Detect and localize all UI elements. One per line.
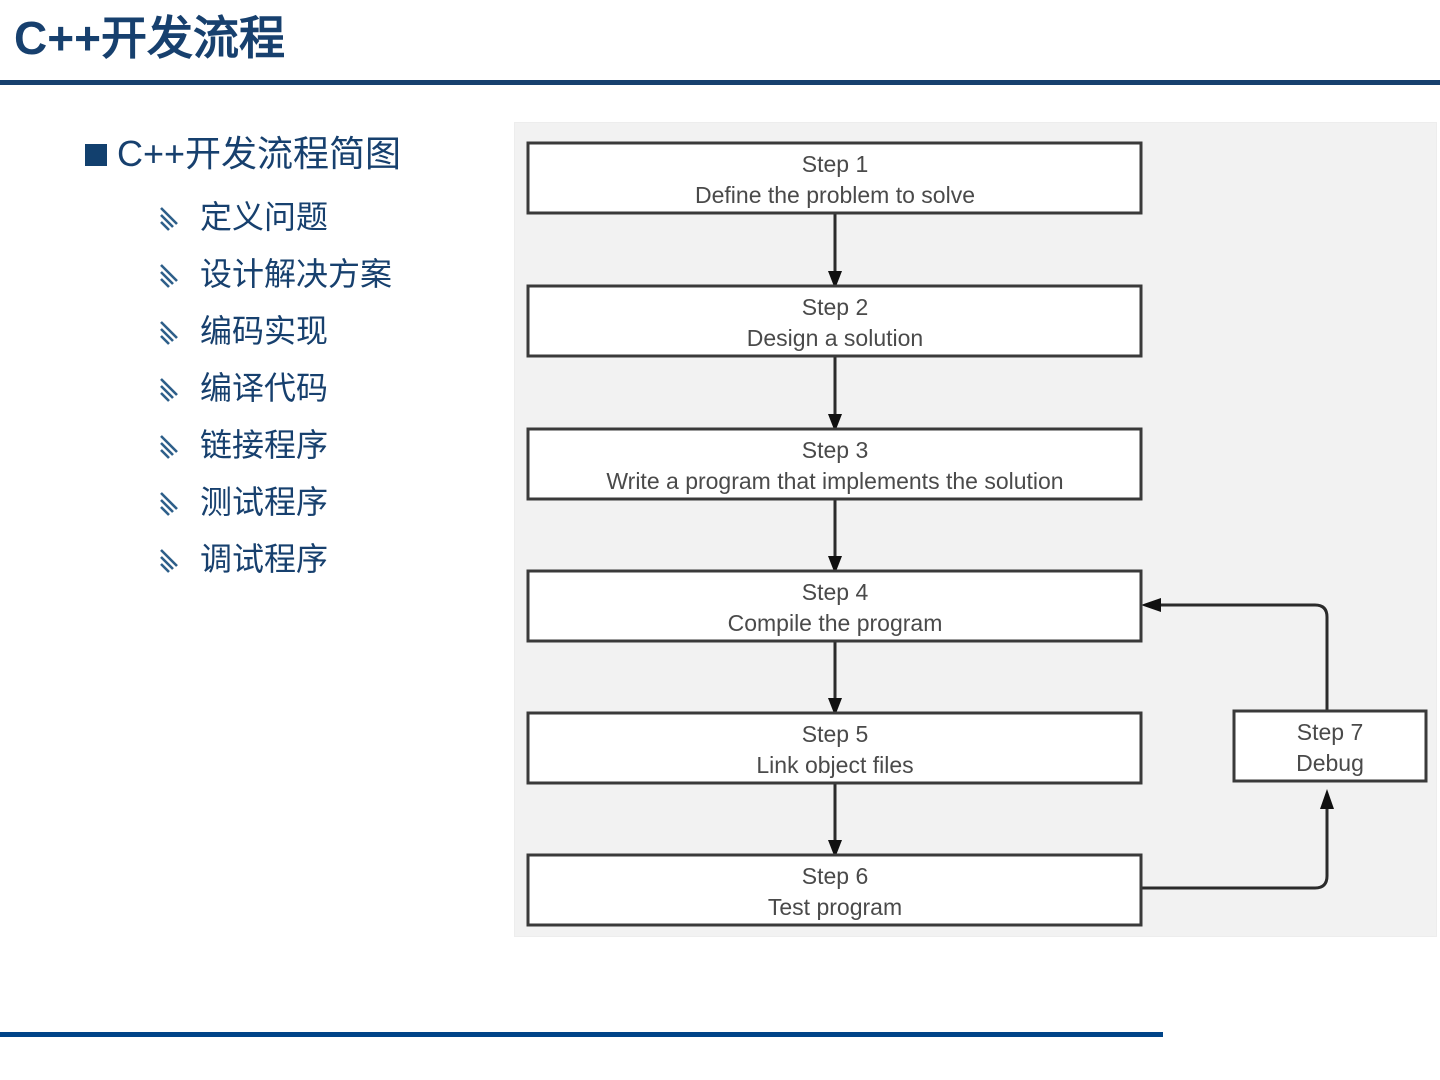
title-divider (0, 80, 1440, 85)
flow-node-desc: Test program (768, 894, 902, 920)
outline-level1-label: C++开发流程简图 (117, 133, 402, 174)
flow-node-step4[interactable]: Step 4 Compile the program (526, 569, 1143, 643)
square-bullet-icon (85, 144, 107, 166)
arrow-head-icon (1141, 598, 1161, 612)
diagonal-slash-bullet-icon (160, 491, 178, 516)
page-title: C++开发流程 (14, 12, 285, 64)
arrow-head-icon (1320, 789, 1334, 809)
flow-node-desc: Design a solution (747, 325, 923, 351)
flowchart-panel: Step 1 Define the problem to solve Step … (514, 122, 1437, 937)
flow-node-step5[interactable]: Step 5 Link object files (526, 711, 1143, 785)
flow-node-desc: Write a program that implements the solu… (606, 468, 1063, 494)
arrow-head-icon (828, 271, 842, 289)
flow-node-title: Step 7 (1297, 719, 1364, 745)
diagonal-slash-bullet-icon (160, 263, 178, 288)
flow-node-title: Step 3 (802, 437, 869, 463)
list-item-label: 定义问题 (200, 199, 329, 236)
arrow-head-icon (828, 414, 842, 432)
flow-node-desc: Link object files (756, 752, 913, 778)
flow-node-desc: Define the problem to solve (695, 182, 975, 208)
flow-node-step2[interactable]: Step 2 Design a solution (526, 284, 1143, 358)
flow-node-step6[interactable]: Step 6 Test program (526, 853, 1143, 927)
list-item: 编译代码 (160, 360, 525, 417)
arrow-head-icon (828, 698, 842, 716)
diagonal-slash-bullet-icon (160, 377, 178, 402)
outline-level1-item: C++开发流程简图 (85, 132, 525, 175)
flow-node-step3[interactable]: Step 3 Write a program that implements t… (526, 427, 1143, 501)
flow-node-title: Step 6 (802, 863, 869, 889)
flow-node-step7[interactable]: Step 7 Debug (1232, 709, 1428, 783)
list-item-label: 设计解决方案 (200, 256, 393, 293)
flow-node-title: Step 1 (802, 151, 869, 177)
flow-node-step1[interactable]: Step 1 Define the problem to solve (526, 141, 1143, 215)
flowchart-svg: Step 1 Define the problem to solve Step … (526, 141, 1428, 927)
list-item: 设计解决方案 (160, 246, 525, 303)
list-item: 编码实现 (160, 303, 525, 360)
list-item: 链接程序 (160, 417, 525, 474)
diagonal-slash-bullet-icon (160, 434, 178, 459)
arrow-head-icon (828, 840, 842, 858)
diagonal-slash-bullet-icon (160, 320, 178, 345)
list-item-label: 编码实现 (200, 313, 329, 350)
arrow-head-icon (828, 556, 842, 574)
outline-sublist: 定义问题 设计解决方案 编码实现 编译代码 链接程序 (160, 189, 525, 588)
list-item-label: 链接程序 (200, 427, 329, 464)
list-item-label: 调试程序 (200, 541, 329, 578)
flow-feedback-loop (1141, 598, 1334, 890)
list-item-label: 测试程序 (200, 484, 329, 521)
list-item: 调试程序 (160, 531, 525, 588)
list-item: 定义问题 (160, 189, 525, 246)
list-item-label: 编译代码 (200, 370, 329, 407)
diagonal-slash-bullet-icon (160, 206, 178, 231)
flow-node-title: Step 4 (802, 579, 869, 605)
flow-node-desc: Compile the program (728, 610, 943, 636)
list-item: 测试程序 (160, 474, 525, 531)
footer-divider (0, 1032, 1163, 1037)
flow-node-desc: Debug (1296, 750, 1364, 776)
outline-list: C++开发流程简图 定义问题 设计解决方案 编码实现 编译代码 (85, 132, 525, 588)
diagonal-slash-bullet-icon (160, 548, 178, 573)
flow-connectors (828, 213, 842, 858)
flow-node-title: Step 5 (802, 721, 869, 747)
flow-node-title: Step 2 (802, 294, 869, 320)
